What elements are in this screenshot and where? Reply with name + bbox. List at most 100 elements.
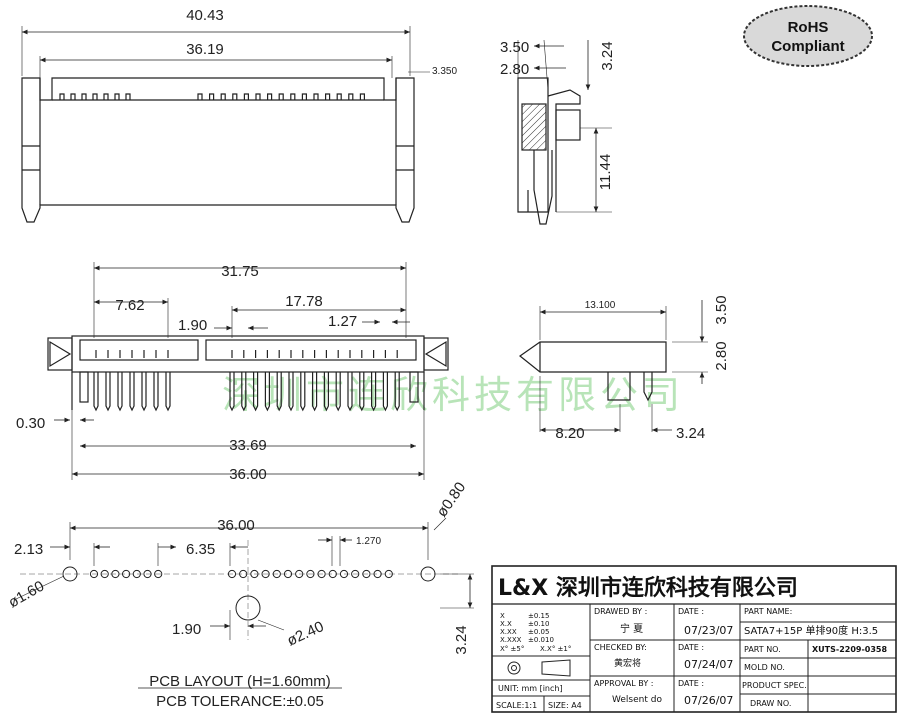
pcb-hole xyxy=(384,569,393,579)
tol-key-4: X° ±5° xyxy=(500,645,524,653)
tol-key-1: X.X xyxy=(500,620,512,628)
tol-key-0: X xyxy=(500,612,505,620)
contact-tooth xyxy=(267,93,273,100)
dim-front-d1: 31.75 xyxy=(221,263,259,280)
connector-pin xyxy=(288,350,294,412)
approval-label: APPROVAL BY : xyxy=(594,679,653,688)
date-2: 07/24/07 xyxy=(684,658,733,671)
pcb-layout-label: PCB LAYOUT (H=1.60mm) xyxy=(149,673,331,690)
dim-side-w2: 2.80 xyxy=(500,61,529,78)
scale-label: SCALE:1:1 xyxy=(496,701,537,710)
pcb-hole xyxy=(227,569,237,579)
contact-tooth xyxy=(92,93,98,100)
pcb-hole xyxy=(239,569,248,579)
part-name-label: PART NAME: xyxy=(744,607,792,616)
date-label-2: DATE : xyxy=(678,643,704,652)
connector-pin xyxy=(312,350,318,412)
dim-pcb-d3: 6.35 xyxy=(186,541,215,558)
top-view xyxy=(21,26,430,223)
connector-pin xyxy=(371,350,377,412)
contact-tooth xyxy=(103,93,109,100)
dim-inner-length: 36.19 xyxy=(186,41,224,58)
tol-val-0: ±0.15 xyxy=(528,612,549,620)
side-view-2 xyxy=(518,300,708,433)
contact-tooth xyxy=(125,93,131,100)
contact-tooth xyxy=(209,93,215,100)
connector-pin xyxy=(394,350,400,412)
date-3: 07/26/07 xyxy=(684,694,733,707)
pcb-hole xyxy=(132,569,141,579)
pcb-hole xyxy=(100,569,109,579)
pcb-hole xyxy=(122,569,131,579)
contact-tooth xyxy=(278,93,284,100)
dim-pcb-d1: 36.00 xyxy=(217,517,255,534)
pcb-hole xyxy=(111,569,120,579)
title-block xyxy=(491,565,897,713)
pcb-hole xyxy=(154,569,163,579)
dim-side-height: 11.44 xyxy=(597,154,614,190)
dim-pcb-d6: ø1.60 xyxy=(6,578,48,612)
dim-front-d2: 7.62 xyxy=(115,297,144,314)
dim-pcb-d7: 1.90 xyxy=(172,621,201,638)
connector-pin xyxy=(323,350,329,412)
dim-side2-v1: 3.50 xyxy=(713,295,730,324)
pcb-hole xyxy=(306,569,315,579)
pcb-hole xyxy=(317,569,326,579)
connector-pin xyxy=(335,350,341,412)
dim-side2-d3: 3.24 xyxy=(676,425,705,442)
connector-pin xyxy=(153,350,159,412)
tol-key-3: X.XXX xyxy=(500,636,522,644)
part-name: SATA7+15P 单排90度 H:3.5 xyxy=(744,624,878,637)
pcb-hole xyxy=(283,569,293,579)
dim-pcb-d4: 1.270 xyxy=(356,536,381,547)
dim-front-d3: 17.78 xyxy=(285,293,323,310)
product-spec-label: PRODUCT SPEC. xyxy=(742,681,807,690)
checked-by-label: CHECKED BY: xyxy=(594,643,647,652)
tol-key-2: X.XX xyxy=(500,628,517,636)
contact-tooth xyxy=(359,93,365,100)
tol-val-4: X.X° ±1° xyxy=(540,645,571,653)
rohs-badge: RoHS Compliant xyxy=(743,5,873,67)
contact-tooth xyxy=(325,93,331,100)
mounting-post xyxy=(79,371,89,403)
pcb-hole xyxy=(328,569,337,579)
connector-pin xyxy=(141,350,147,412)
pcb-layout xyxy=(13,517,474,689)
pcb-hole xyxy=(351,569,360,579)
mounting-post xyxy=(409,371,419,403)
dim-side2-v2: 2.80 xyxy=(713,341,730,370)
dim-pcb-d9: 3.24 xyxy=(453,625,470,654)
connector-pin xyxy=(117,350,123,412)
part-no: XUTS-2209-0358 xyxy=(812,645,887,654)
tol-val-1: ±0.10 xyxy=(528,620,549,628)
dim-side-v1: 3.24 xyxy=(599,41,616,70)
dim-overall-length: 40.43 xyxy=(186,7,224,24)
connector-pin xyxy=(347,350,353,412)
approval-by: Welsent do xyxy=(612,695,662,705)
connector-pin xyxy=(105,350,111,412)
pcb-hole xyxy=(89,569,99,579)
size-label: SIZE: A4 xyxy=(548,701,582,710)
tolerance-table: X ±0.15 X.X ±0.10 X.XX ±0.05 X.XXX ±0.01… xyxy=(500,612,571,653)
dim-front-d5: 1.27 xyxy=(328,313,357,330)
watermark: 深圳市连欣科技有限公司 xyxy=(222,373,684,417)
draw-no-label: DRAW NO. xyxy=(750,699,791,708)
dim-side-w1: 3.50 xyxy=(500,39,529,56)
dim-side2-d2: 8.20 xyxy=(555,425,584,442)
contact-tooth xyxy=(336,93,342,100)
contact-tooth xyxy=(197,93,203,100)
dim-side-height: 3.350 xyxy=(432,66,457,77)
part-no-label: PART NO. xyxy=(744,645,781,654)
pcb-hole xyxy=(261,569,270,579)
rohs-label: RoHS xyxy=(788,19,829,36)
compliant-label: Compliant xyxy=(771,38,844,55)
contact-tooth xyxy=(232,93,238,100)
connector-pin xyxy=(359,350,365,412)
tol-val-3: ±0.010 xyxy=(528,636,554,644)
connector-pin xyxy=(253,350,259,412)
side-view xyxy=(517,39,612,225)
pcb-hole xyxy=(362,569,371,579)
contact-tooth xyxy=(301,93,307,100)
connector-pin xyxy=(241,350,247,412)
dim-pcb-d5: ø0.80 xyxy=(433,479,469,520)
